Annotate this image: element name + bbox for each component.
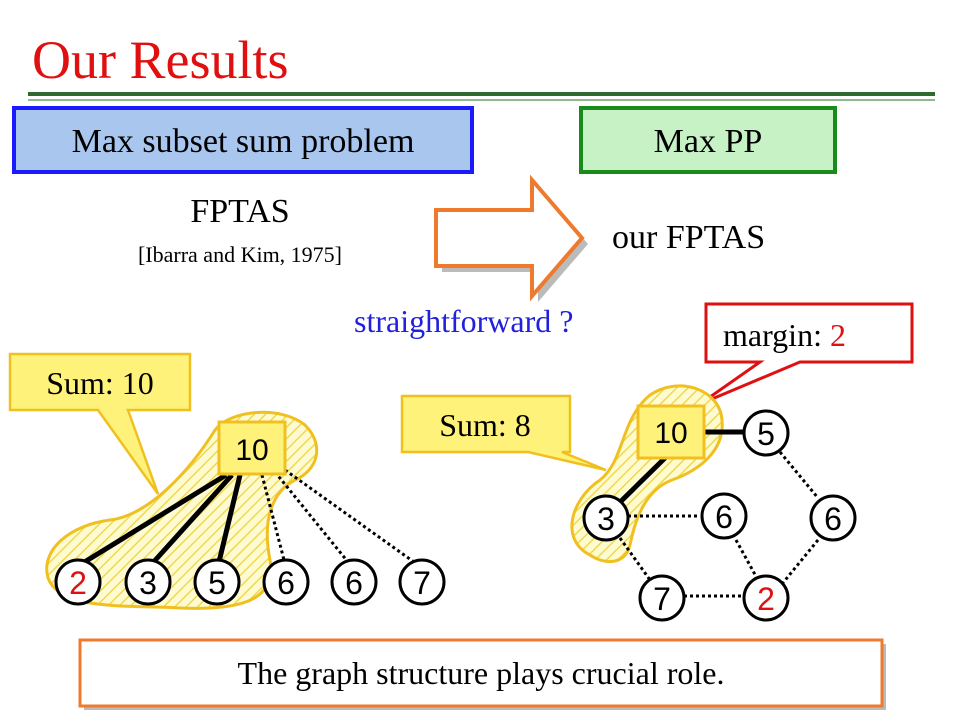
leaf-node: 2 <box>54 558 102 606</box>
leaf-node: 6 <box>330 558 378 606</box>
leaf-label: 6 <box>277 565 295 601</box>
edge-root-leaf-7 <box>284 468 415 564</box>
leaf-label: 7 <box>413 565 431 601</box>
edge-topright-right <box>778 451 820 499</box>
node-right: 6 <box>809 494 857 542</box>
node-bottom-left: 7 <box>638 574 686 622</box>
max-subset-sum-label: Max subset sum problem <box>72 123 415 160</box>
edge-root-leaf-5 <box>215 474 243 567</box>
edge-middle-bottomright <box>734 539 760 581</box>
sum-right-label: Sum: 8 <box>439 407 531 443</box>
margin-value: 2 <box>830 317 846 353</box>
straightforward-label: straightforward ? <box>354 303 573 339</box>
edge-left-bottomleft <box>618 537 652 581</box>
leaf-node: 6 <box>262 558 310 606</box>
max-pp-label: Max PP <box>654 123 763 160</box>
node-top-right: 5 <box>742 409 790 457</box>
right-root-node: 10 <box>636 404 706 460</box>
sum-right-callout: Sum: 8 <box>400 394 607 472</box>
leaf-label: 3 <box>139 565 157 601</box>
node-middle: 6 <box>700 492 748 540</box>
node-label: 2 <box>757 581 775 617</box>
node-label: 7 <box>653 581 671 617</box>
svg-text:margin: 2: margin: 2 <box>723 317 846 353</box>
page-title: Our Results <box>32 30 289 90</box>
margin-prefix: margin: <box>723 317 830 353</box>
left-root-label: 10 <box>235 434 268 467</box>
node-label: 3 <box>597 501 615 537</box>
node-label: 6 <box>824 501 842 537</box>
leaf-label: 2 <box>69 565 87 601</box>
conclusion-text: The graph structure plays crucial role. <box>238 655 725 691</box>
edge-root-leaf-6a <box>260 474 286 561</box>
fptas-citation: [Ibarra and Kim, 1975] <box>138 242 342 267</box>
left-root-node: 10 <box>217 420 287 476</box>
max-subset-sum-box: Max subset sum problem <box>12 106 474 174</box>
implication-arrow <box>434 174 588 302</box>
node-label: 6 <box>715 499 733 535</box>
node-left: 3 <box>582 494 630 542</box>
edge-root-leaf-2 <box>76 472 228 569</box>
sum-left-label: Sum: 10 <box>46 365 154 401</box>
leaf-node: 7 <box>398 558 446 606</box>
edge-root-leaf-3 <box>148 473 234 568</box>
leaf-node: 3 <box>124 558 172 606</box>
leaf-label: 6 <box>345 565 363 601</box>
our-fptas-label: our FPTAS <box>612 219 765 256</box>
margin-callout: margin: 2 <box>699 302 914 406</box>
left-graph: 10 2 3 5 6 6 7 <box>45 410 446 610</box>
leaf-label: 5 <box>208 565 226 601</box>
conclusion-box: The graph structure plays crucial role. <box>78 638 886 710</box>
edge-root-leaf-6b <box>273 471 350 563</box>
sum-left-callout: Sum: 10 <box>8 352 192 495</box>
right-root-label: 10 <box>654 417 687 450</box>
fptas-title: FPTAS <box>190 193 289 230</box>
leaf-node: 5 <box>193 558 241 606</box>
node-label: 5 <box>757 416 775 452</box>
max-pp-box: Max PP <box>579 106 837 174</box>
edge-right-bottomright <box>780 539 820 585</box>
right-graph: 10 5 3 6 6 7 2 <box>570 384 857 622</box>
node-bottom-right: 2 <box>742 574 790 622</box>
